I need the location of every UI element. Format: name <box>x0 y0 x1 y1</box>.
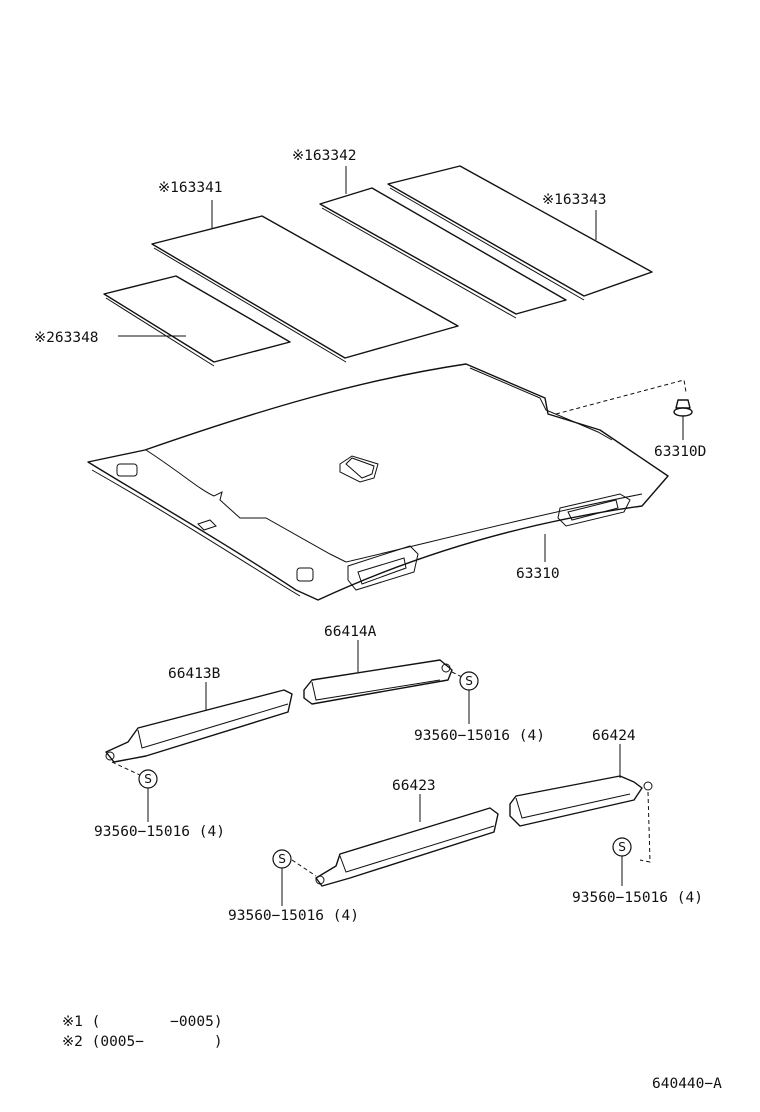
garnish-66424 <box>509 775 653 827</box>
label-screw-1: 93560−15016 (4) <box>414 728 545 744</box>
label-63310: 63310 <box>516 566 560 582</box>
screw-symbol-text: S <box>278 852 286 866</box>
pad-263348 <box>103 275 291 367</box>
label-163342: ※163342 <box>292 148 357 164</box>
label-263348: ※263348 <box>34 330 99 346</box>
garnish-66414A <box>303 659 453 705</box>
label-163343: ※163343 <box>542 192 607 208</box>
garnish-66423 <box>315 807 499 887</box>
note-1: ※1 ( −0005) <box>62 1014 223 1030</box>
dash-clip <box>555 379 687 415</box>
pad-163343 <box>387 165 653 301</box>
label-screw-2: 93560−15016 (4) <box>94 824 225 840</box>
headlining-63310 <box>87 363 669 601</box>
screw-symbol-1: S <box>459 671 479 691</box>
clip-63310D <box>673 399 693 420</box>
pad-163342 <box>319 187 567 319</box>
label-screw-4: 93560−15016 (4) <box>572 890 703 906</box>
screw-symbol-3: S <box>272 849 292 869</box>
note-2: ※2 (0005− ) <box>62 1034 223 1050</box>
label-63310D: 63310D <box>654 444 706 460</box>
label-66414A: 66414A <box>324 624 377 640</box>
label-163341: ※163341 <box>158 180 223 196</box>
screw-symbol-4: S <box>612 837 632 857</box>
screw-symbol-text: S <box>618 840 626 854</box>
screw-symbol-text: S <box>144 772 152 786</box>
label-screw-3: 93560−15016 (4) <box>228 908 359 924</box>
label-66423: 66423 <box>392 778 436 794</box>
diagram-code: 640440−A <box>652 1076 722 1092</box>
screw-symbol-text: S <box>465 674 473 688</box>
garnish-66413B <box>105 689 293 763</box>
label-66413B: 66413B <box>168 666 221 682</box>
pad-163341 <box>151 215 459 363</box>
screw-symbol-2: S <box>138 769 158 789</box>
label-66424: 66424 <box>592 728 636 744</box>
